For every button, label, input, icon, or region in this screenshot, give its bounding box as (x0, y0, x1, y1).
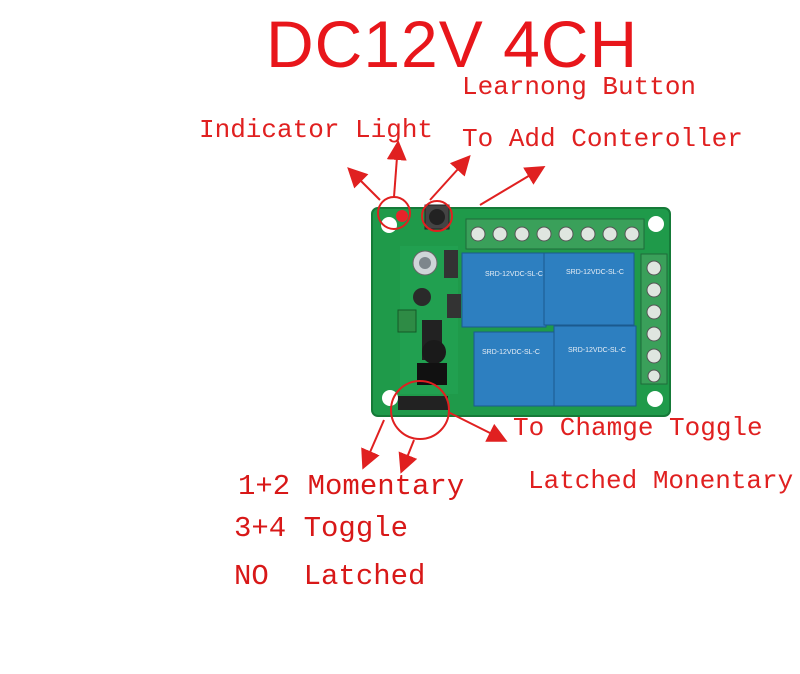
capacitor-small (413, 288, 431, 306)
mounting-hole (647, 391, 663, 407)
buzzer (422, 340, 446, 364)
top-terminal-block (465, 218, 645, 250)
mode-latched: NO Latched (234, 560, 426, 593)
indicator-arrow-up (386, 140, 407, 198)
indicator-arrow-left (347, 167, 381, 201)
button-arrow-2 (479, 165, 546, 206)
learning-button-label: Learnong Button (462, 72, 697, 102)
latched-momentary-label: Latched Monentary (528, 466, 794, 496)
jumper-arrow-down (398, 439, 418, 474)
relay-text: SRD-12VDC-SL-C (566, 269, 624, 276)
change-toggle-label: To Chamge Toggle (513, 413, 763, 443)
relay-2 (543, 252, 635, 326)
relay-text: SRD-12VDC-SL-C (482, 349, 540, 356)
add-controller-label: To Add Conteroller (462, 124, 743, 154)
jumper-arrow-left (361, 419, 385, 470)
button-arrow-1 (429, 155, 471, 201)
relay-4 (553, 325, 637, 407)
jumper-arrow-right (447, 411, 508, 442)
mode-toggle: 3+4 Toggle (234, 512, 409, 545)
page-title: DC12V 4CH (266, 7, 639, 81)
relay-text: SRD-12VDC-SL-C (568, 347, 626, 354)
relay-3 (473, 331, 555, 407)
right-terminal-block (640, 253, 668, 385)
indicator-light-label: Indicator Light (199, 115, 434, 145)
jumper-pins (398, 396, 448, 410)
jumper-circle (390, 380, 450, 440)
indicator-led (396, 210, 408, 222)
relay-text: SRD-12VDC-SL-C (485, 271, 543, 278)
mounting-hole (382, 390, 398, 406)
button-circle (421, 200, 453, 232)
ic-chip (417, 363, 447, 385)
mode-momentary: 1+2 Momentary (238, 470, 465, 503)
relay-1 (461, 252, 547, 328)
mounting-hole (648, 216, 664, 232)
